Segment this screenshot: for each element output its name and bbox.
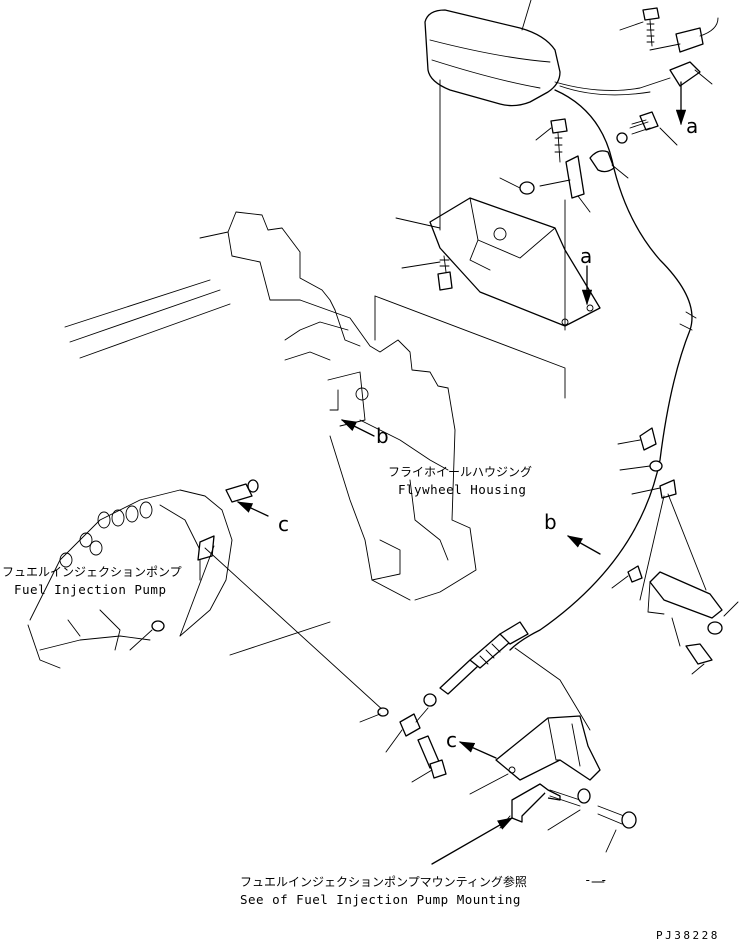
mounting-bracket: [395, 197, 601, 327]
ref-a-top: a: [686, 114, 699, 138]
fuel-pump-label-jp: フュエルインジェクションポンプ: [2, 565, 182, 579]
cable-clamp-bracket: [611, 427, 739, 675]
flywheel-plate: [374, 295, 566, 399]
arrow-icon: [458, 741, 497, 759]
bracket-mid: [499, 155, 591, 213]
pump-fitting: [225, 479, 259, 503]
arrow-icon: [236, 501, 269, 517]
bolt-right: [616, 111, 678, 146]
ref-c-upper: c: [278, 512, 289, 536]
engine-block: [64, 211, 477, 656]
drawing-code: PJ38228: [656, 929, 720, 942]
pump-mounting-label-en: See of Fuel Injection Pump Mounting: [240, 892, 521, 907]
cable-break-mark: [679, 311, 697, 331]
arrow-icon: [431, 817, 514, 865]
fuel-pump-label-en: Fuel Injection Pump: [14, 582, 167, 597]
bolt-top-center: [619, 7, 660, 47]
bolt-mid: [535, 118, 568, 163]
controller-unit: [424, 0, 719, 107]
ref-a-mid: a: [580, 244, 593, 268]
flywheel-housing-label-jp: フライホイールハウジング: [388, 465, 533, 479]
control-cable: [509, 89, 693, 651]
bolt-bottom-2: [597, 805, 637, 853]
ref-b-left: b: [376, 424, 389, 448]
bolt-bottom-1: [547, 788, 591, 831]
lower-bracket: [469, 715, 601, 795]
ref-c-lower: c: [446, 728, 457, 752]
arrow-icon: [340, 419, 375, 437]
pump-mounting-label-jp: フュエルインジェクションポンプマウンティング参照: [240, 875, 527, 889]
fuel-injection-pump: [27, 489, 386, 713]
flywheel-housing-label-en: Flywheel Housing: [398, 482, 527, 497]
cable-clamp-upper: [589, 150, 629, 179]
arrow-icon: [566, 535, 601, 555]
dash-note: - -: [584, 872, 609, 887]
cable-end-assembly: [359, 621, 591, 783]
ref-b-right: b: [544, 510, 557, 534]
